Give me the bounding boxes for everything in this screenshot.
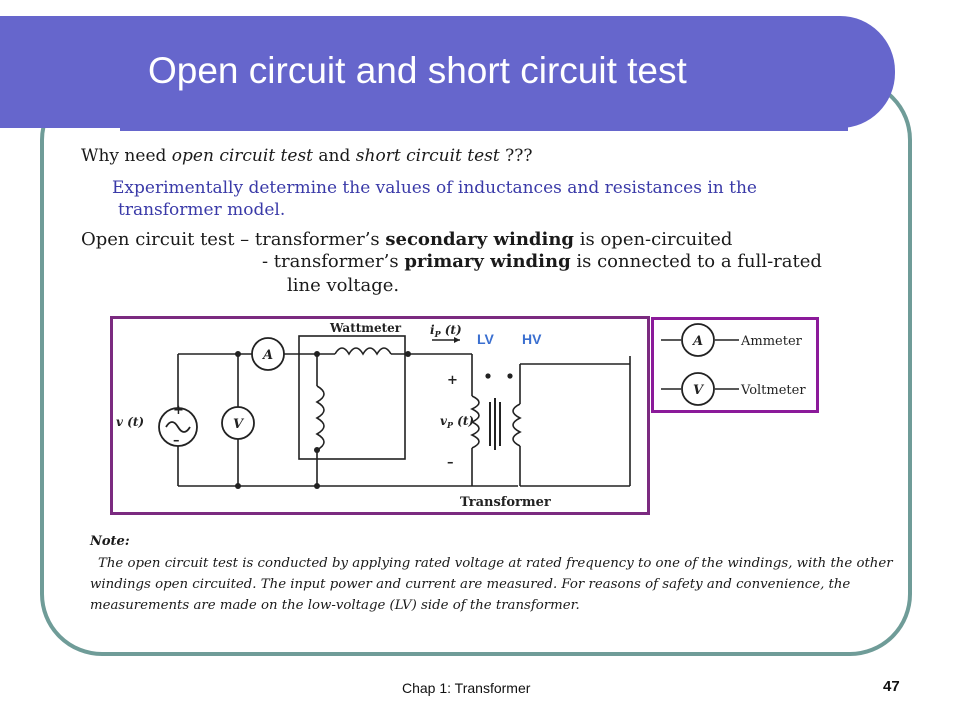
oc-line-3: line voltage.	[287, 275, 400, 296]
wattmeter-label: Wattmeter	[329, 321, 402, 335]
sine-wave-icon	[165, 421, 191, 433]
question-term-open: open circuit test	[171, 146, 314, 166]
legend-voltmeter-symbol: V	[693, 383, 705, 398]
oc-line-2-prefix: - transformer’s	[262, 251, 405, 272]
transformer-label: Transformer	[460, 495, 551, 510]
source-plus: +	[173, 403, 184, 418]
answer-line-2: transformer model.	[118, 200, 286, 220]
legend-ammeter-icon	[681, 323, 715, 357]
vp-plus: +	[447, 373, 458, 388]
ammeter-icon	[251, 337, 285, 371]
slide-title: Open circuit and short circuit test	[148, 50, 687, 91]
oc-line-2: - transformer’s primary winding is conne…	[262, 251, 822, 272]
ammeter-symbol: A	[261, 348, 273, 363]
question-mid: and	[313, 146, 356, 166]
junction-dots	[235, 351, 513, 489]
vp-arg: (t)	[453, 414, 474, 428]
question-term-short: short circuit test	[355, 146, 500, 166]
vp-minus: –	[447, 455, 454, 470]
oc-line-2-suffix: is connected to a full-rated	[570, 251, 822, 272]
question-prefix: Why need	[81, 146, 172, 166]
current-main: i	[430, 323, 435, 337]
vp-label: vP (t)	[440, 414, 474, 430]
legend-border	[651, 317, 819, 413]
source-minus: –	[173, 433, 180, 448]
note-text: The open circuit test is conducted by ap…	[90, 556, 893, 613]
legend-ammeter-symbol: A	[691, 334, 703, 349]
voltmeter-symbol: V	[233, 417, 245, 432]
primary-winding-term: primary winding	[404, 251, 571, 272]
question-suffix: ???	[499, 146, 533, 166]
hv-label: HV	[522, 331, 542, 347]
vp-main: v	[440, 414, 448, 428]
circuit-wires	[177, 335, 631, 487]
secondary-winding-term: secondary winding	[385, 229, 575, 250]
footer-chapter: Chap 1: Transformer	[402, 680, 531, 696]
oc-line-1: Open circuit test – transformer’s second…	[81, 229, 732, 250]
answer-line-1: Experimentally determine the values of i…	[112, 178, 757, 198]
source-voltage-label: v (t)	[116, 415, 144, 429]
title-underline	[120, 127, 848, 131]
current-arg: (t)	[441, 323, 462, 337]
page-number: 47	[883, 678, 900, 695]
open-circuit-test-diagram: + – v (t) A V Wattmeter iP (t) LV HV + v…	[110, 316, 650, 515]
legend-voltmeter-icon	[681, 372, 715, 406]
note-title: Note:	[90, 534, 130, 549]
vp-sub: P	[446, 420, 454, 430]
lv-label: LV	[477, 331, 495, 347]
legend-ammeter-label: Ammeter	[740, 334, 803, 349]
oc-line-1-suffix: is open-circuited	[574, 229, 733, 250]
voltmeter-icon	[221, 406, 255, 440]
question-line: Why need open circuit test and short cir…	[81, 146, 533, 166]
current-label: iP (t)	[430, 323, 462, 339]
meter-legend: A Ammeter V Voltmeter	[651, 317, 819, 413]
legend-voltmeter-label: Voltmeter	[740, 383, 806, 398]
title-bar	[0, 16, 895, 128]
oc-line-1-prefix: Open circuit test – transformer’s	[81, 229, 386, 250]
arrow-head-icon	[454, 337, 460, 343]
current-sub: P	[434, 329, 442, 339]
